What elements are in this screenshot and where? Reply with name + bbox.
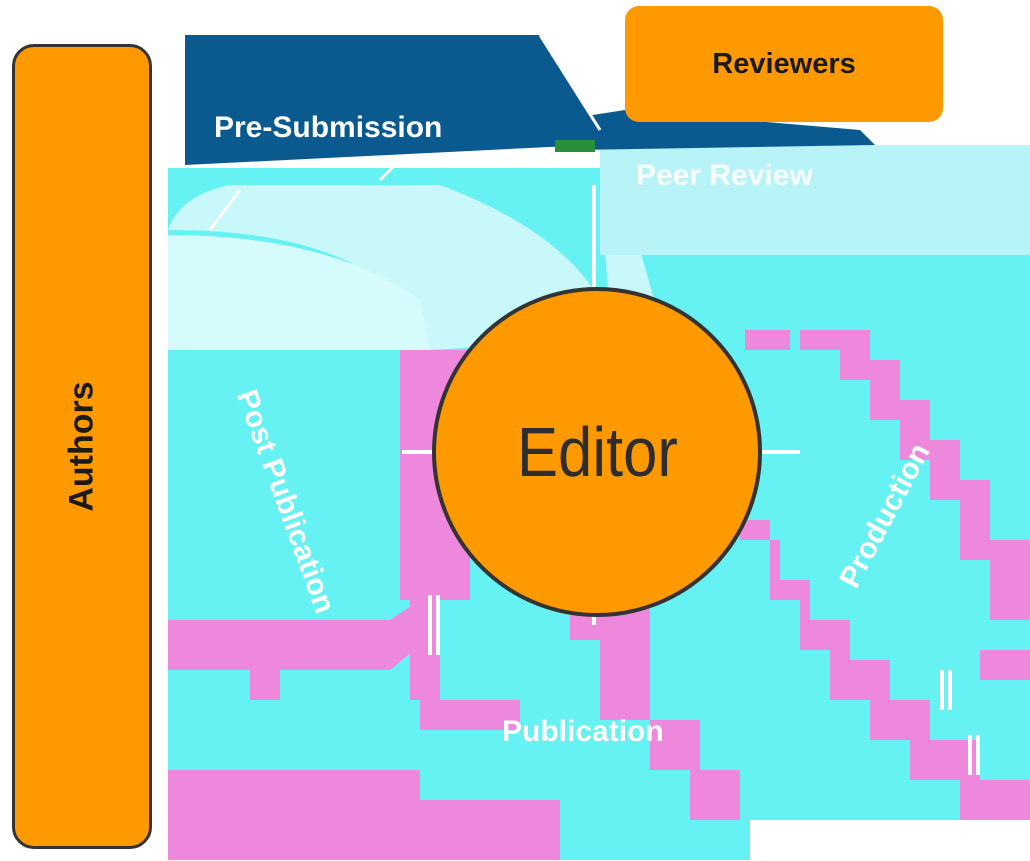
- editor-circle: Editor: [432, 287, 762, 617]
- reviewers-label: Reviewers: [712, 47, 856, 80]
- banner-edge: [538, 34, 602, 131]
- stage-label-peer-review: Peer Review: [636, 159, 813, 192]
- editor-label: Editor: [516, 413, 678, 491]
- magenta-top-block: [745, 330, 790, 350]
- magenta-bottom-left: [420, 700, 520, 730]
- tick-f: [976, 735, 980, 775]
- tick-b: [436, 595, 440, 655]
- post-publication-top: [168, 235, 430, 350]
- magenta-stair-lower-right: [740, 520, 1030, 820]
- peer-review-band: [600, 145, 1030, 255]
- tick-a: [428, 595, 432, 655]
- arrow-stub-left: [378, 158, 402, 182]
- tick-e: [968, 735, 972, 775]
- authors-label: Authors: [62, 381, 101, 512]
- stage-label-pre-submission: Pre-Submission: [214, 111, 443, 144]
- magenta-edge-block: [980, 650, 1030, 680]
- magenta-step-stub: [250, 640, 280, 700]
- stage-label-publication: Publication: [502, 715, 664, 748]
- magenta-step-left: [168, 600, 420, 670]
- arrow-stub-upper-left: [208, 189, 242, 231]
- reviewers-panel: Reviewers: [625, 6, 943, 122]
- magenta-stair-right: [800, 330, 1030, 620]
- pre-submission-banner: [185, 35, 600, 165]
- magenta-lower-stair: [650, 720, 740, 820]
- magenta-bottom-band: [168, 770, 560, 860]
- authors-panel: Authors: [12, 44, 152, 849]
- tick-d: [948, 670, 952, 710]
- banner-glitch: [555, 140, 595, 152]
- tick-c: [940, 670, 944, 710]
- peer-review-wedge-left: [168, 185, 600, 350]
- white-corner: [750, 820, 1030, 861]
